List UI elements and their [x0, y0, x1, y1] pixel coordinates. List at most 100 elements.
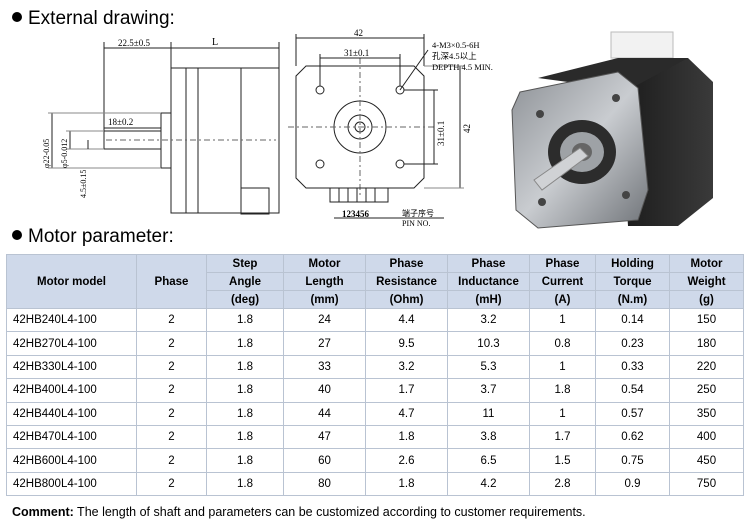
table-cell: 0.23: [595, 331, 670, 356]
table-cell: 2: [136, 378, 207, 403]
table-cell: 3.8: [447, 424, 530, 450]
table-cell: 11: [447, 401, 530, 426]
table-cell: 24: [283, 307, 366, 333]
table-cell: 1.8: [206, 331, 284, 356]
table-cell: 2: [136, 401, 207, 426]
table-cell: 1.8: [206, 448, 284, 473]
header-motor-model: Motor model: [6, 254, 137, 309]
motor-photo: [511, 31, 713, 229]
table-cell: 40: [283, 378, 366, 403]
table-cell: 3.2: [365, 354, 448, 380]
header-current-1: Phase: [529, 254, 596, 273]
table-cell: 4.7: [365, 401, 448, 426]
table-cell: 0.8: [529, 331, 596, 356]
table-cell: 1: [529, 354, 596, 380]
header-length-unit: (mm): [283, 290, 366, 309]
table-cell: 80: [283, 471, 366, 497]
header-length-1: Motor: [283, 254, 366, 273]
table-cell: 0.57: [595, 401, 670, 426]
dim-L: L: [212, 37, 218, 48]
table-cell: 4.4: [365, 307, 448, 333]
header-resistance-unit: (Ohm): [365, 290, 448, 309]
header-torque-2: Torque: [595, 272, 670, 291]
table-cell: 9.5: [365, 331, 448, 356]
dim-42-right: 42: [462, 124, 472, 133]
header-inductance-unit: (mH): [447, 290, 530, 309]
table-cell: 1.8: [206, 471, 284, 497]
header-torque-1: Holding: [595, 254, 670, 273]
header-step-2: Angle: [206, 272, 284, 291]
table-cell: 33: [283, 354, 366, 380]
table-cell: 3.2: [447, 307, 530, 333]
header-resistance-1: Phase: [365, 254, 448, 273]
table-cell: 1.8: [365, 424, 448, 450]
table-cell: 2: [136, 307, 207, 333]
dim-phi22: φ22-0.05: [42, 139, 51, 168]
table-cell: 0.9: [595, 471, 670, 497]
table-cell: 0.33: [595, 354, 670, 380]
header-phase: Phase: [136, 254, 207, 309]
header-current-2: Current: [529, 272, 596, 291]
header-weight-1: Motor: [669, 254, 744, 273]
table-cell: 1: [529, 307, 596, 333]
table-cell: 47: [283, 424, 366, 450]
table-cell: 2: [136, 331, 207, 356]
header-weight-unit: (g): [669, 290, 744, 309]
cell-motor-model: 42HB800L4-100: [6, 471, 137, 497]
table-cell: 1.8: [206, 378, 284, 403]
pin-numbers: 123456: [342, 209, 370, 219]
front-view-drawing: 42 31±0.1 31±0.1 42 4-M3×0.5-6H 孔深4.5以上 …: [288, 28, 493, 228]
side-view-drawing: 22.5±0.5 L 18±0.2 φ22-0.05 φ5-0.012 4.5±…: [42, 37, 280, 215]
table-cell: 44: [283, 401, 366, 426]
dim-4-5: 4.5±0.15: [79, 170, 88, 198]
header-resistance-2: Resistance: [365, 272, 448, 291]
table-cell: 220: [669, 354, 744, 380]
table-cell: 4.2: [447, 471, 530, 497]
table-cell: 1.8: [365, 471, 448, 497]
table-cell: 1.8: [206, 354, 284, 380]
cell-motor-model: 42HB330L4-100: [6, 354, 137, 380]
header-step-unit: (deg): [206, 290, 284, 309]
table-cell: 0.54: [595, 378, 670, 403]
dim-22-5: 22.5±0.5: [118, 38, 150, 48]
dim-18: 18±0.2: [108, 117, 133, 127]
external-drawing-heading-text: External drawing:: [28, 8, 175, 29]
table-cell: 1.8: [206, 401, 284, 426]
table-cell: 1: [529, 401, 596, 426]
table-cell: 2: [136, 354, 207, 380]
table-cell: 1.8: [529, 378, 596, 403]
table-cell: 450: [669, 448, 744, 473]
table-cell: 60: [283, 448, 366, 473]
table-cell: 1.7: [529, 424, 596, 450]
header-torque-unit: (N.m): [595, 290, 670, 309]
table-cell: 150: [669, 307, 744, 333]
table-cell: 3.7: [447, 378, 530, 403]
header-step-1: Step: [206, 254, 284, 273]
cell-motor-model: 42HB470L4-100: [6, 424, 137, 450]
header-inductance-1: Phase: [447, 254, 530, 273]
cell-motor-model: 42HB600L4-100: [6, 448, 137, 473]
cell-motor-model: 42HB440L4-100: [6, 401, 137, 426]
table-cell: 1.8: [206, 424, 284, 450]
table-cell: 0.75: [595, 448, 670, 473]
header-inductance-2: Inductance: [447, 272, 530, 291]
header-weight-2: Weight: [669, 272, 744, 291]
table-cell: 1.7: [365, 378, 448, 403]
dim-phi5: φ5-0.012: [60, 139, 69, 168]
motor-parameter-table: Motor model Phase Step Motor Phase Phase…: [6, 254, 744, 497]
table-cell: 6.5: [447, 448, 530, 473]
table-cell: 350: [669, 401, 744, 426]
dim-31-top: 31±0.1: [344, 48, 369, 58]
dim-31-right: 31±0.1: [436, 121, 446, 146]
pin-label-en: PIN NO.: [402, 219, 430, 228]
table-cell: 400: [669, 424, 744, 450]
external-drawing-heading: External drawing:: [12, 8, 175, 30]
table-cell: 180: [669, 331, 744, 356]
comment: Comment: The length of shaft and paramet…: [12, 505, 586, 519]
table-cell: 250: [669, 378, 744, 403]
bullet-icon: [12, 230, 22, 240]
table-cell: 1.5: [529, 448, 596, 473]
